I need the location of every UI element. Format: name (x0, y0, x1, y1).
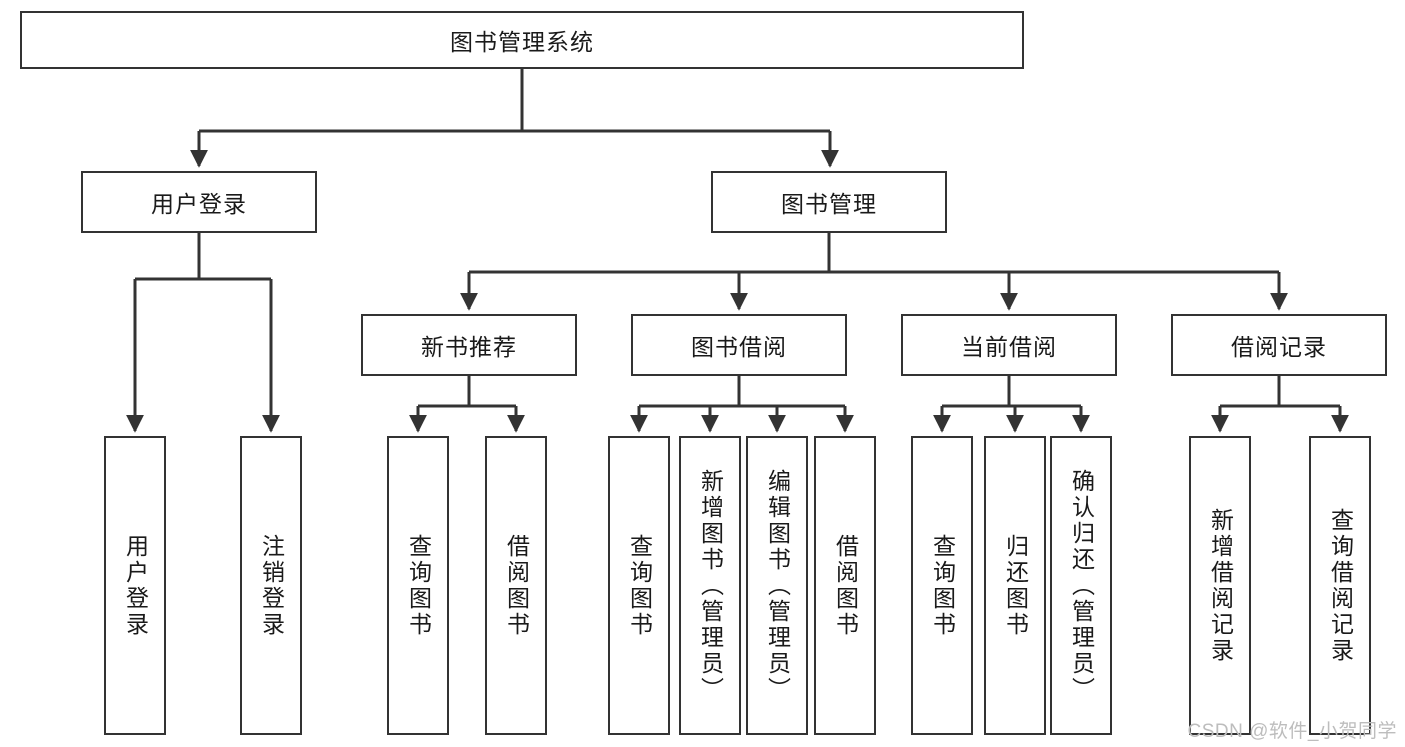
node-leaf-add-book-label: 新增图书（管理员） (697, 468, 724, 703)
node-root-label: 图书管理系统 (450, 29, 594, 55)
node-leaf-add-book[interactable]: 新增图书（管理员） (679, 436, 741, 735)
node-book-manage[interactable]: 图书管理 (711, 171, 947, 233)
node-leaf-borrow-book-2-label: 借阅图书 (832, 533, 859, 638)
node-current-borrow-label: 当前借阅 (961, 334, 1057, 360)
node-leaf-logout-login-label: 注销登录 (258, 533, 285, 638)
node-leaf-return-book-label: 归还图书 (1002, 533, 1029, 638)
node-user-login[interactable]: 用户登录 (81, 171, 317, 233)
node-root[interactable]: 图书管理系统 (20, 11, 1024, 69)
node-leaf-query-book-2[interactable]: 查询图书 (608, 436, 670, 735)
node-leaf-add-record[interactable]: 新增借阅记录 (1189, 436, 1251, 735)
node-leaf-borrow-book-1[interactable]: 借阅图书 (485, 436, 547, 735)
node-leaf-borrow-book-2[interactable]: 借阅图书 (814, 436, 876, 735)
node-current-borrow[interactable]: 当前借阅 (901, 314, 1117, 376)
node-leaf-query-book-1-label: 查询图书 (405, 533, 432, 638)
node-new-book-recommend-label: 新书推荐 (421, 334, 517, 360)
node-leaf-confirm-return-label: 确认归还（管理员） (1068, 468, 1095, 703)
node-leaf-return-book[interactable]: 归还图书 (984, 436, 1046, 735)
node-leaf-edit-book-label: 编辑图书（管理员） (764, 468, 791, 703)
node-leaf-query-book-3[interactable]: 查询图书 (911, 436, 973, 735)
node-leaf-edit-book[interactable]: 编辑图书（管理员） (746, 436, 808, 735)
node-leaf-confirm-return[interactable]: 确认归还（管理员） (1050, 436, 1112, 735)
node-leaf-logout-login[interactable]: 注销登录 (240, 436, 302, 735)
node-user-login-label: 用户登录 (151, 191, 247, 217)
node-leaf-query-book-1[interactable]: 查询图书 (387, 436, 449, 735)
node-leaf-borrow-book-1-label: 借阅图书 (503, 533, 530, 638)
node-borrow-record-label: 借阅记录 (1231, 334, 1327, 360)
node-book-manage-label: 图书管理 (781, 191, 877, 217)
node-leaf-add-record-label: 新增借阅记录 (1207, 507, 1234, 664)
node-leaf-query-book-3-label: 查询图书 (929, 533, 956, 638)
watermark: CSDN @软件_小贺同学 (1187, 721, 1397, 742)
node-borrow-record[interactable]: 借阅记录 (1171, 314, 1387, 376)
node-new-book-recommend[interactable]: 新书推荐 (361, 314, 577, 376)
node-leaf-user-login-label: 用户登录 (122, 533, 149, 638)
node-book-borrow-label: 图书借阅 (691, 334, 787, 360)
node-book-borrow[interactable]: 图书借阅 (631, 314, 847, 376)
node-leaf-query-record[interactable]: 查询借阅记录 (1309, 436, 1371, 735)
node-leaf-user-login[interactable]: 用户登录 (104, 436, 166, 735)
node-leaf-query-book-2-label: 查询图书 (626, 533, 653, 638)
node-leaf-query-record-label: 查询借阅记录 (1327, 507, 1354, 664)
